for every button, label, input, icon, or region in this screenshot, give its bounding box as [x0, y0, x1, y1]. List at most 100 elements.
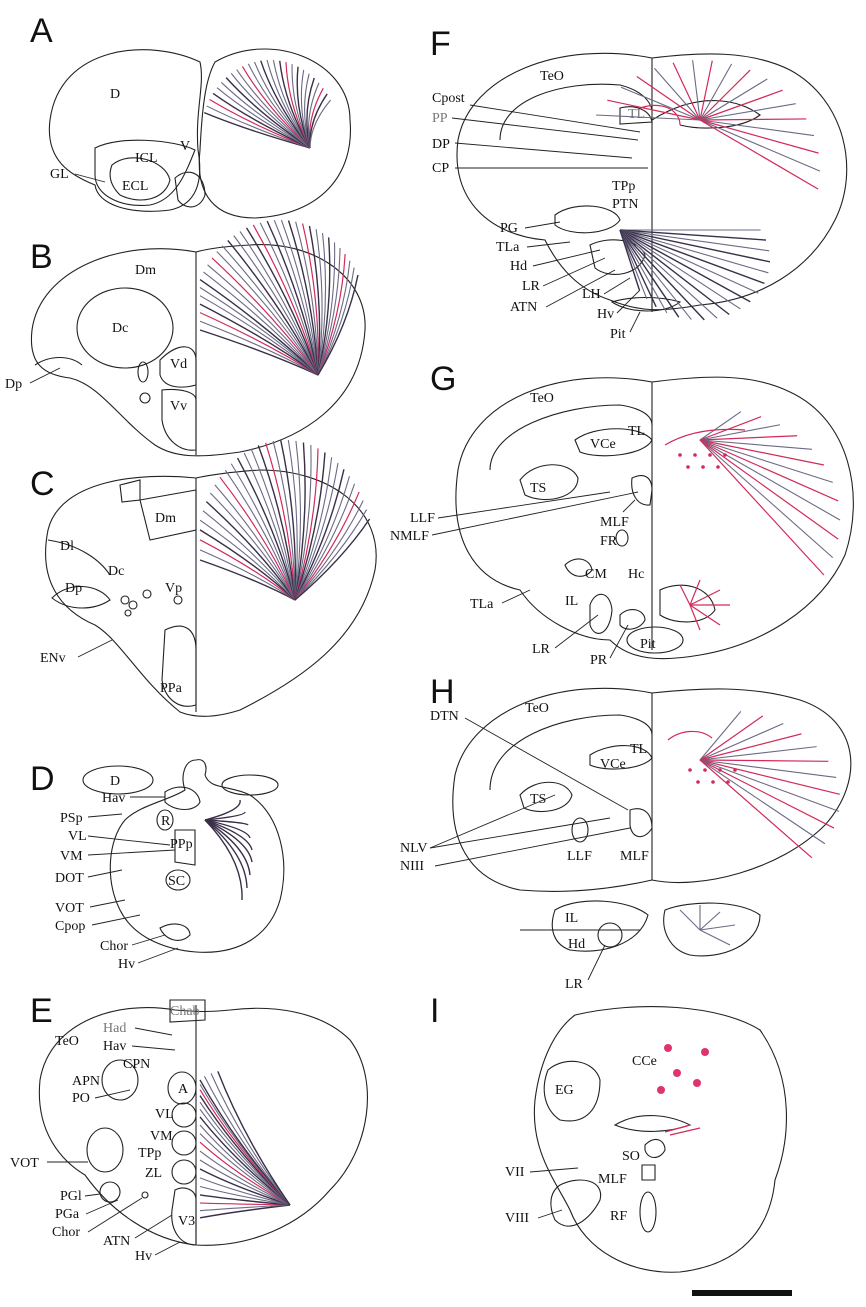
panel-h: H TeO DTN TL VCe TS NLV NIII LLF MLF IL …	[400, 673, 851, 992]
panel-h-lr-region	[598, 923, 622, 947]
leader-f-atn	[546, 270, 615, 307]
label-c-vp: Vp	[165, 581, 182, 596]
panel-e-vm-region	[172, 1131, 196, 1155]
panel-b: B Dm Dc Vd Vv Dp	[5, 220, 365, 456]
panel-i-red-spot-4	[693, 1079, 701, 1087]
panel-letter-e: E	[30, 992, 53, 1030]
panel-d-right-oval	[222, 775, 278, 795]
label-d-psp: PSp	[60, 811, 83, 826]
panel-h-mlf-region	[630, 809, 652, 837]
panel-g: G TeO TL VCe TS MLF LLF NMLF FR CM Hc TL…	[390, 360, 853, 668]
panel-letter-i: I	[430, 992, 439, 1030]
panel-f-pg-region	[555, 206, 620, 233]
panel-h-tectum-inner	[490, 715, 652, 790]
leader-d-vm	[88, 850, 175, 855]
label-g-hc: Hc	[628, 567, 644, 582]
label-i-eg: EG	[555, 1083, 574, 1098]
label-f-lh: LH	[582, 287, 601, 302]
label-b-dm: Dm	[135, 263, 156, 278]
label-f-dp: DP	[432, 137, 450, 152]
fanA-fiber-23	[309, 88, 323, 148]
fanH-dot-4	[696, 780, 700, 784]
label-i-so: SO	[622, 1149, 640, 1164]
panel-h-fibers	[680, 711, 840, 945]
panel-g-lr-region	[590, 594, 612, 633]
label-i-cce: CCe	[632, 1054, 657, 1069]
label-c-dp: Dp	[65, 581, 82, 596]
fanD-fiber-0	[205, 800, 240, 820]
label-g-mlf: MLF	[600, 515, 629, 530]
label-f-tla: TLa	[496, 240, 520, 255]
label-c-dl: Dl	[60, 539, 74, 554]
leader-g-mlf	[623, 500, 635, 512]
label-d-chor: Chor	[100, 939, 128, 954]
label-g-pit: Pit	[640, 637, 656, 652]
fanH-dot-0	[688, 768, 692, 772]
label-g-nmlf: NMLF	[390, 529, 429, 544]
panel-i-red-spot-2	[701, 1048, 709, 1056]
fanH-fiber-7	[700, 760, 840, 794]
panel-e-pgl-region	[100, 1182, 120, 1202]
label-c-env: ENv	[40, 651, 66, 666]
label-e-chab: Chab	[170, 1004, 200, 1019]
leader-d-cpop	[92, 915, 140, 925]
fanH-fiber-0	[680, 910, 700, 930]
panel-letter-a: A	[30, 12, 53, 50]
label-b-vv: Vv	[170, 399, 187, 414]
fanG-dot-5	[701, 465, 705, 469]
label-d-sc: SC	[168, 874, 185, 889]
leader-i-viii	[538, 1210, 562, 1218]
leader-g-llf	[438, 492, 610, 518]
fanG-fiber-0	[680, 585, 690, 605]
leader-c-env	[78, 640, 112, 657]
panel-h-il-region	[552, 901, 648, 951]
fanH-dot-1	[703, 768, 707, 772]
label-g-vce: VCe	[590, 437, 616, 452]
panel-g-pr-region	[620, 610, 645, 630]
label-a-gl: GL	[50, 167, 69, 182]
panel-letter-c: C	[30, 465, 55, 503]
label-b-vd: Vd	[170, 357, 187, 372]
fanH-fiber-10	[700, 760, 825, 844]
leader-e-had	[135, 1028, 172, 1035]
fanH-dot-3	[733, 768, 737, 772]
label-e-had: Had	[103, 1021, 126, 1036]
fanG-fiber-10	[700, 440, 833, 558]
label-d-vm: VM	[60, 849, 83, 864]
fanH-dot-6	[726, 780, 730, 784]
fanE-fiber-21	[218, 1071, 290, 1205]
label-g-tl: TL	[628, 424, 645, 439]
fanF-fiber-7	[700, 61, 712, 120]
panel-c: C Dl Dm Dc Dp Vp ENv PPa	[30, 440, 376, 716]
label-g-lr: LR	[532, 642, 551, 657]
panel-d-hav-region	[165, 787, 200, 809]
panel-letter-d: D	[30, 760, 55, 798]
panel-c-small-circle-4	[125, 610, 131, 616]
panel-c-outline	[46, 470, 377, 716]
label-b-dc: Dc	[112, 321, 128, 336]
panel-f: F TeO Cpost TL PP DP CP TPp PTN PG TLa H…	[430, 25, 847, 342]
label-c-dc: Dc	[108, 564, 124, 579]
label-i-viii: VIII	[505, 1211, 529, 1226]
panel-letter-f: F	[430, 25, 451, 63]
label-h-mlf: MLF	[620, 849, 649, 864]
label-h-vce: VCe	[600, 757, 626, 772]
label-f-lr: LR	[522, 279, 541, 294]
fanH-dot-5	[711, 780, 715, 784]
label-h-il: IL	[565, 911, 578, 926]
leader-f-hd	[533, 250, 600, 266]
label-d-ppp: PPp	[170, 837, 193, 852]
label-d-hv: Hv	[118, 957, 135, 972]
panel-e-zl-region	[172, 1160, 196, 1184]
panel-g-fr-region	[616, 530, 628, 546]
panel-letter-b: B	[30, 238, 53, 276]
leader-g-lr	[555, 615, 598, 648]
panel-i-red-spot-1	[664, 1044, 672, 1052]
label-d-d: D	[110, 774, 120, 789]
label-e-pga: PGa	[55, 1207, 80, 1222]
panel-e: E Chab Had TeO Hav CPN APN A PO VL VM TP…	[10, 992, 367, 1264]
panel-i-so-region	[645, 1140, 665, 1158]
label-g-cm: CM	[585, 567, 607, 582]
label-a-d: D	[110, 87, 120, 102]
